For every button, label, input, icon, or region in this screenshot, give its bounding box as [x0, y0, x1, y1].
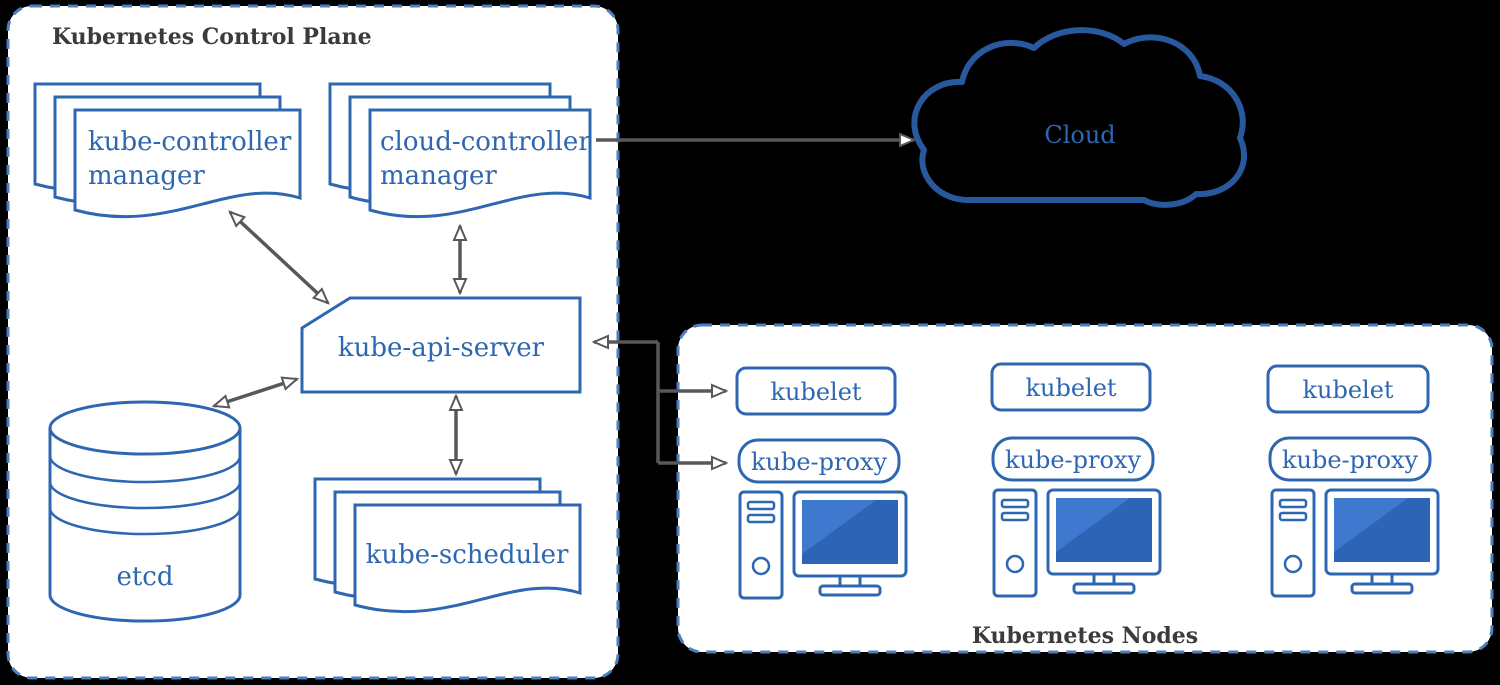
node-group-3: kubelet kube-proxy	[1266, 364, 1440, 598]
kube-scheduler-doc	[353, 503, 582, 614]
etcd-ring	[48, 481, 242, 510]
cloud-controller-manager-label-line2: manager	[380, 161, 497, 191]
arrow-etcd-api-server	[211, 376, 300, 409]
node-group-1: kubelet kube-proxy	[735, 366, 908, 600]
kube-proxy-box	[991, 436, 1155, 482]
kube-controller-manager-doc-stack: kube-controller manager	[33, 82, 302, 219]
kubelet-box	[990, 362, 1152, 412]
kube-proxy-label: kube-proxy	[751, 448, 887, 476]
node-group-2: kubelet kube-proxy	[990, 362, 1162, 598]
kube-proxy-box	[737, 438, 901, 484]
kubelet-label: kubelet	[770, 378, 861, 406]
kube-controller-manager-label-line1: kube-controller	[88, 127, 292, 157]
etcd-body	[48, 428, 242, 623]
kubelet-label: kubelet	[1025, 374, 1116, 402]
etcd-top	[48, 400, 242, 456]
control-plane-title: Kubernetes Control Plane	[52, 24, 372, 50]
cloud-shape: Cloud	[911, 27, 1248, 208]
cloud-controller-manager-doc-stack: cloud-controller manager	[328, 82, 592, 219]
etcd-cylinder: etcd	[48, 400, 242, 623]
kube-proxy-label: kube-proxy	[1005, 446, 1141, 474]
kube-api-server-shape: kube-api-server	[300, 296, 582, 394]
etcd-label: etcd	[116, 562, 173, 592]
kube-controller-manager-doc	[73, 108, 302, 219]
kube-api-server-label: kube-api-server	[338, 333, 545, 363]
cloud-label: Cloud	[1044, 121, 1115, 149]
kube-scheduler-label: kube-scheduler	[366, 540, 569, 570]
kubelet-box	[1266, 364, 1430, 414]
cloud-controller-manager-label-line1: cloud-controller	[380, 127, 591, 157]
kube-api-server-box	[300, 296, 582, 394]
arrow-controller-manager-api-server	[228, 210, 330, 305]
kube-proxy-label: kube-proxy	[1282, 446, 1418, 474]
nodes-panel-title: Kubernetes Nodes	[972, 623, 1198, 649]
kubelet-box	[735, 366, 897, 416]
kube-controller-manager-label-line2: manager	[88, 161, 205, 191]
etcd-ring	[48, 507, 242, 536]
cloud-outline	[911, 27, 1248, 208]
kube-scheduler-doc-stack: kube-scheduler	[313, 477, 582, 614]
etcd-ring	[48, 455, 242, 484]
cloud-controller-manager-doc	[368, 108, 592, 219]
kube-proxy-box	[1268, 436, 1432, 482]
kubelet-label: kubelet	[1302, 376, 1393, 404]
